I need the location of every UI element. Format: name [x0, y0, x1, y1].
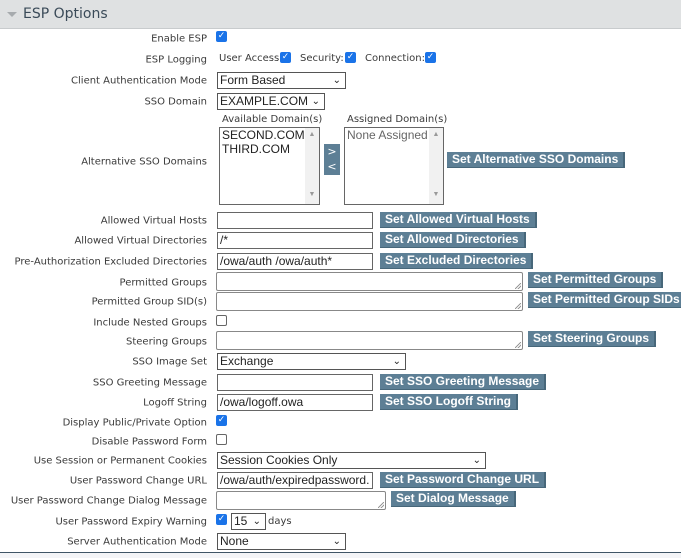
client-auth-mode-select[interactable]: Form Based ⌄: [217, 72, 346, 89]
disable-pw-form-checkbox[interactable]: [216, 434, 227, 445]
excluded-dirs-input[interactable]: /owa/auth /owa/auth*: [217, 253, 373, 270]
collapse-triangle-icon[interactable]: [7, 12, 17, 17]
logoff-label: Logoff String: [143, 397, 207, 409]
server-auth-label: Server Authentication Mode: [67, 536, 207, 548]
days-label: days: [268, 516, 292, 527]
available-domains-label: Available Domain(s): [222, 114, 323, 125]
steering-groups-textarea[interactable]: [216, 331, 523, 350]
client-auth-mode-label: Client Authentication Mode: [71, 75, 207, 87]
assigned-domains-list[interactable]: None Assigned ▲▼: [344, 127, 444, 205]
selected-value: Session Cookies Only: [220, 453, 338, 467]
set-pw-change-url-button[interactable]: Set Password Change URL: [380, 472, 547, 488]
chevron-down-icon: ⌄: [472, 455, 481, 466]
scrollbar[interactable]: ▲▼: [305, 128, 319, 204]
virtual-dirs-label: Allowed Virtual Directories: [74, 235, 207, 247]
set-virtual-dirs-button[interactable]: Set Allowed Directories: [380, 232, 526, 248]
nested-groups-label: Include Nested Groups: [93, 317, 207, 329]
section-title: ESP Options: [23, 6, 108, 22]
section-header[interactable]: ESP Options: [0, 0, 681, 29]
logoff-input[interactable]: /owa/logoff.owa: [217, 394, 373, 411]
list-item[interactable]: SECOND.COM: [222, 128, 305, 142]
greeting-label: SSO Greeting Message: [92, 377, 207, 389]
chevron-down-icon: ⌄: [252, 516, 261, 527]
move-domain-buttons: > <: [324, 144, 340, 175]
public-private-checkbox[interactable]: ✓: [216, 415, 227, 426]
pw-expiry-checkbox[interactable]: ✓: [216, 514, 227, 525]
permitted-groups-textarea[interactable]: [216, 272, 523, 291]
connection-label: Connection:: [365, 53, 425, 64]
steering-groups-label: Steering Groups: [126, 336, 207, 348]
cookies-label: Use Session or Permanent Cookies: [33, 455, 207, 467]
set-permitted-groups-button[interactable]: Set Permitted Groups: [528, 272, 664, 288]
enable-esp-label: Enable ESP: [151, 33, 207, 45]
scrollbar[interactable]: ▲▼: [429, 128, 443, 204]
user-access-checkbox[interactable]: ✓: [280, 52, 291, 63]
set-excluded-dirs-button[interactable]: Set Excluded Directories: [380, 253, 534, 269]
sso-image-set-label: SSO Image Set: [132, 356, 207, 368]
virtual-hosts-input[interactable]: [217, 212, 373, 229]
set-dialog-message-button[interactable]: Set Dialog Message: [391, 491, 516, 507]
connection-checkbox[interactable]: ✓: [425, 52, 436, 63]
sso-image-set-select[interactable]: Exchange ⌄: [217, 353, 406, 370]
pw-dialog-label: User Password Change Dialog Message: [10, 495, 207, 507]
public-private-label: Display Public/Private Option: [62, 417, 207, 429]
set-logoff-button[interactable]: Set SSO Logoff String: [380, 394, 518, 410]
pw-expiry-label: User Password Expiry Warning: [55, 516, 207, 528]
greeting-input[interactable]: [217, 374, 373, 391]
user-access-label: User Access:: [219, 53, 283, 64]
permitted-groups-label: Permitted Groups: [119, 277, 207, 289]
set-greeting-button[interactable]: Set SSO Greeting Message: [380, 374, 547, 390]
set-steering-groups-button[interactable]: Set Steering Groups: [528, 331, 657, 347]
nested-groups-checkbox[interactable]: [216, 315, 227, 326]
alt-sso-domains-label: Alternative SSO Domains: [81, 156, 207, 168]
security-label: Security:: [300, 53, 344, 64]
cookies-select[interactable]: Session Cookies Only ⌄: [217, 452, 486, 469]
enable-esp-checkbox[interactable]: ✓: [216, 31, 227, 42]
set-alt-sso-domains-button[interactable]: Set Alternative SSO Domains: [447, 152, 626, 168]
set-permitted-sids-button[interactable]: Set Permitted Group SIDs: [528, 292, 681, 308]
list-item[interactable]: THIRD.COM: [222, 142, 290, 156]
security-checkbox[interactable]: ✓: [345, 52, 356, 63]
selected-value: 15: [234, 514, 248, 528]
selected-value: EXAMPLE.COM: [220, 94, 309, 108]
available-domains-list[interactable]: SECOND.COM THIRD.COM ▲▼: [219, 127, 320, 205]
pw-dialog-textarea[interactable]: [216, 491, 386, 510]
permitted-sids-label: Permitted Group SID(s): [91, 296, 207, 308]
pw-change-url-label: User Password Change URL: [69, 475, 207, 487]
list-item[interactable]: None Assigned: [347, 128, 428, 142]
chevron-down-icon: ⌄: [332, 536, 341, 547]
selected-value: None: [220, 534, 249, 548]
selected-value: Exchange: [220, 354, 274, 368]
server-auth-select[interactable]: None ⌄: [217, 533, 346, 550]
pw-expiry-days-select[interactable]: 15 ⌄: [231, 513, 266, 530]
excluded-dirs-label: Pre-Authorization Excluded Directories: [14, 256, 207, 268]
chevron-down-icon: ⌄: [332, 75, 341, 86]
chevron-down-icon: ⌄: [392, 356, 401, 367]
pw-change-url-input[interactable]: /owa/auth/expiredpassword.: [217, 472, 373, 489]
chevron-down-icon: ⌄: [311, 96, 320, 107]
virtual-hosts-label: Allowed Virtual Hosts: [100, 215, 207, 227]
assigned-domains-label: Assigned Domain(s): [347, 114, 448, 125]
virtual-dirs-input[interactable]: /*: [217, 232, 373, 249]
disable-pw-form-label: Disable Password Form: [91, 436, 207, 448]
permitted-sids-textarea[interactable]: [216, 292, 523, 311]
section-divider: [0, 552, 681, 558]
esp-logging-label: ESP Logging: [145, 54, 207, 66]
add-domain-button[interactable]: >: [327, 145, 337, 158]
sso-domain-select[interactable]: EXAMPLE.COM⌄: [217, 93, 325, 110]
remove-domain-button[interactable]: <: [327, 160, 337, 173]
sso-domain-label: SSO Domain: [144, 96, 207, 108]
selected-value: Form Based: [220, 73, 286, 87]
set-virtual-hosts-button[interactable]: Set Allowed Virtual Hosts: [380, 212, 537, 228]
